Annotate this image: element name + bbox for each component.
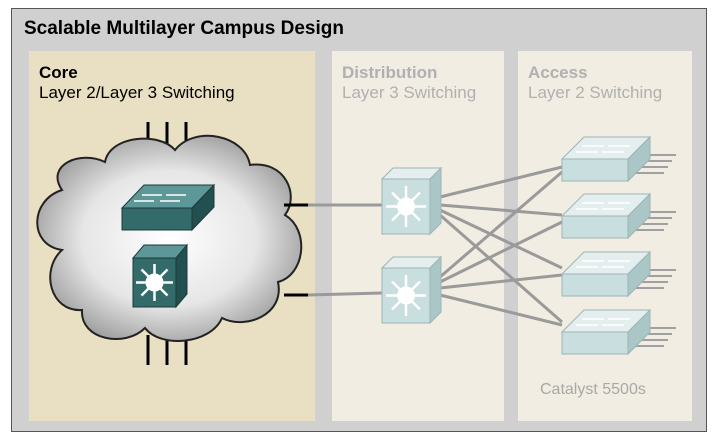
core-layer-title: Core bbox=[39, 63, 78, 82]
multilayer-switch-icon bbox=[380, 166, 443, 236]
workgroup-switch-icon bbox=[560, 250, 676, 298]
workgroup-switch-icon bbox=[560, 192, 676, 240]
core-layer-subtitle: Layer 2/Layer 3 Switching bbox=[39, 83, 235, 102]
core-router-switch-icon bbox=[131, 243, 189, 309]
distribution-access-links bbox=[439, 165, 563, 327]
core-distribution-links bbox=[284, 203, 383, 297]
workgroup-switch-icon bbox=[560, 135, 676, 183]
workgroup-switch-icon bbox=[560, 308, 676, 356]
distribution-layer-subtitle: Layer 3 Switching bbox=[342, 83, 477, 102]
cloud-icon bbox=[36, 134, 303, 342]
access-layer-title: Access bbox=[528, 63, 588, 82]
diagram-title: Scalable Multilayer Campus Design bbox=[24, 18, 344, 39]
access-layer-subtitle: Layer 2 Switching bbox=[528, 83, 663, 102]
multilayer-switch-icon bbox=[380, 255, 443, 325]
distribution-layer-panel: Distribution Layer 3 Switching bbox=[332, 51, 504, 421]
access-switch-caption: Catalyst 5500s bbox=[540, 381, 646, 398]
distribution-layer-title: Distribution bbox=[342, 63, 438, 82]
core-switch-icon bbox=[120, 183, 216, 232]
